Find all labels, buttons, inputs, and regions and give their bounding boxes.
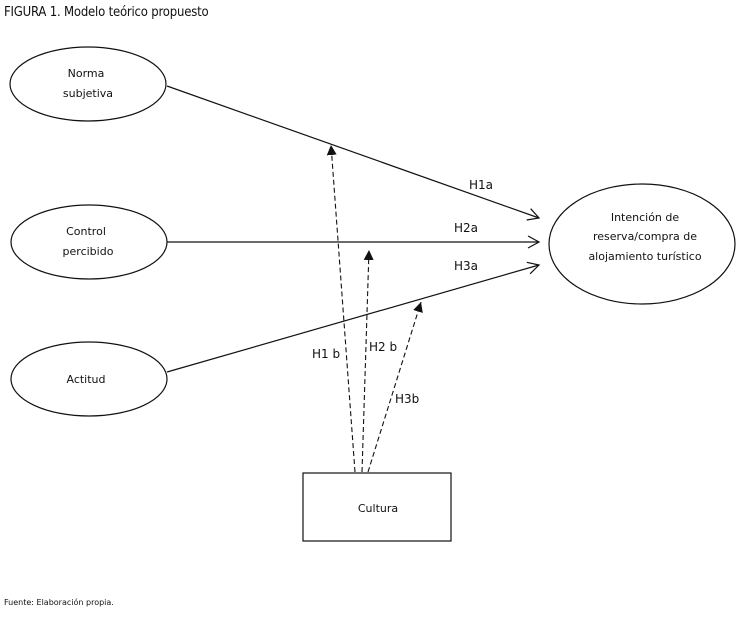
edge-h3b <box>367 301 423 473</box>
node-label-line: Cultura <box>358 502 398 515</box>
edge-label-h2b: H2 b <box>369 340 397 354</box>
node-label-line: reserva/compra de <box>593 230 697 243</box>
node-actitud: Actitud <box>10 341 168 417</box>
node-cultura: Cultura <box>302 472 452 542</box>
edge-h1b <box>326 144 356 473</box>
edge-label-h1b: H1 b <box>312 347 340 361</box>
edge-label-h1a: H1a <box>469 178 493 192</box>
edge-label-h3a: H3a <box>454 259 478 273</box>
node-norma-subjetiva: Norma subjetiva <box>9 46 167 122</box>
edge-label-h3b: H3b <box>395 392 419 406</box>
node-label-line: percibido <box>63 245 114 258</box>
node-label-line: Actitud <box>66 373 105 386</box>
figure-source: Fuente: Elaboración propia. <box>4 598 114 607</box>
node-label-line: Control <box>66 225 106 238</box>
node-control-percibido: Control percibido <box>10 204 168 280</box>
figure-title: FIGURA 1. Modelo teórico propuesto <box>4 5 209 20</box>
edge-h3a <box>166 261 541 373</box>
edge-label-h2a: H2a <box>454 221 478 235</box>
node-label-line: Intención de <box>611 211 680 224</box>
node-label-line: alojamiento turístico <box>588 250 701 263</box>
edge-h2b <box>361 249 374 473</box>
edge-h1a <box>166 85 541 221</box>
node-intencion-reserva: Intención de reserva/compra de alojamien… <box>548 183 736 305</box>
node-label-line: subjetiva <box>63 87 113 100</box>
node-label-line: Norma <box>68 67 105 80</box>
